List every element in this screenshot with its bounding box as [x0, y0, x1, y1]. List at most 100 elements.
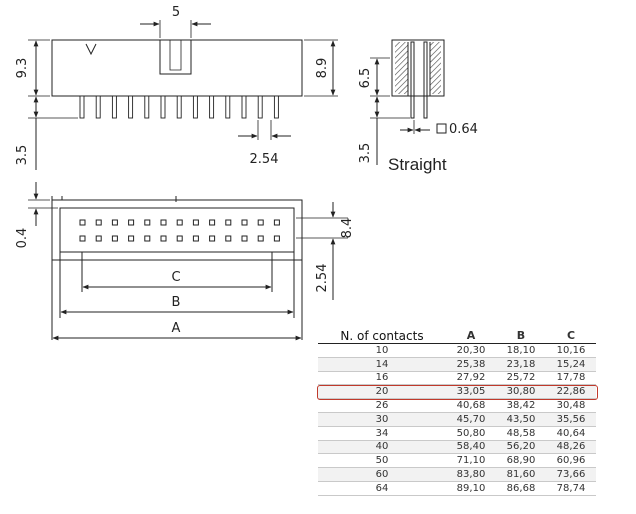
table-cell: 68,90: [496, 453, 546, 469]
top-pin: [273, 235, 280, 242]
dim-body-height: 9.3: [15, 58, 30, 79]
top-pin: [79, 219, 86, 226]
top-pin: [144, 219, 151, 226]
top-pin: [192, 235, 199, 242]
front-pin: [192, 95, 198, 119]
dim-row-pitch: 2.54: [315, 264, 330, 293]
table-cell: 48,58: [496, 426, 546, 441]
front-pin: [273, 95, 279, 119]
table-cell: 20,30: [446, 343, 496, 358]
table-cell: 78,74: [546, 481, 596, 496]
top-pin: [209, 235, 216, 242]
table-cell: 26: [318, 398, 446, 413]
top-pin: [160, 235, 167, 242]
top-pin: [192, 219, 199, 226]
front-pin: [209, 95, 215, 119]
table-header-cell: C: [546, 328, 596, 344]
table-cell: 35,56: [546, 412, 596, 427]
front-pin: [144, 95, 150, 119]
table-cell: 33,05: [446, 384, 496, 400]
table-cell: 16: [318, 371, 446, 386]
table-cell: 50: [318, 453, 446, 469]
table-header-cell: B: [496, 328, 546, 344]
table-cell: 83,80: [446, 467, 496, 482]
table-cell: 71,10: [446, 453, 496, 469]
top-pin: [95, 219, 102, 226]
dim-overall-height: 8.9: [315, 58, 330, 79]
table-cell: 30: [318, 412, 446, 427]
front-pin: [225, 95, 231, 119]
top-pin: [176, 235, 183, 242]
table-cell: 30,80: [496, 384, 546, 400]
dim-pitch: 2.54: [250, 152, 279, 167]
table-cell: 58,40: [446, 440, 496, 455]
dim-side-pin: 3.5: [358, 143, 373, 164]
table-cell: 22,86: [546, 384, 596, 400]
top-outer: [51, 199, 303, 261]
table-cell: 89,10: [446, 481, 496, 496]
top-pin: [111, 219, 118, 226]
dim-top-width: 5: [172, 5, 180, 20]
table-cell: 30,48: [546, 398, 596, 413]
table-cell: 45,70: [446, 412, 496, 427]
front-pin: [160, 95, 166, 119]
latch-slot: [159, 40, 192, 75]
top-view: [28, 182, 348, 341]
table-cell: 18,10: [496, 343, 546, 358]
table-cell: 60,96: [546, 453, 596, 469]
table-cell: 86,68: [496, 481, 546, 496]
top-pin: [111, 235, 118, 242]
top-pin: [209, 219, 216, 226]
table-cell: 34: [318, 426, 446, 441]
table-header-cell: N. of contacts: [318, 328, 446, 344]
top-pin: [79, 235, 86, 242]
top-pin: [257, 219, 264, 226]
top-inner: [59, 207, 295, 253]
pin1-mark: [85, 43, 97, 56]
table-header-cell: A: [446, 328, 496, 344]
table-cell: 50,80: [446, 426, 496, 441]
table-cell: 27,92: [446, 371, 496, 386]
table-cell: 15,24: [546, 357, 596, 372]
table-cell: 14: [318, 357, 446, 372]
top-pin: [273, 219, 280, 226]
top-pin: [241, 235, 248, 242]
dim-row-span: 8.4: [340, 218, 355, 239]
front-pin: [95, 95, 101, 119]
top-pin: [128, 235, 135, 242]
top-pin: [160, 219, 167, 226]
top-pin: [144, 235, 151, 242]
top-pin: [128, 219, 135, 226]
pin-square-symbol: [436, 123, 447, 134]
table-cell: 17,78: [546, 371, 596, 386]
top-pin: [176, 219, 183, 226]
table-cell: 43,50: [496, 412, 546, 427]
table-cell: 10: [318, 343, 446, 358]
top-pin: [241, 219, 248, 226]
dim-a-label: A: [172, 321, 181, 336]
front-pin: [79, 95, 85, 119]
table-cell: 40: [318, 440, 446, 455]
table-cell: 60: [318, 467, 446, 482]
front-body: [51, 39, 303, 97]
table-cell: 40,68: [446, 398, 496, 413]
table-cell: 40,64: [546, 426, 596, 441]
table-cell: 25,38: [446, 357, 496, 372]
top-pin: [257, 235, 264, 242]
variant-label: Straight: [388, 155, 447, 174]
table-cell: 20: [318, 384, 446, 400]
